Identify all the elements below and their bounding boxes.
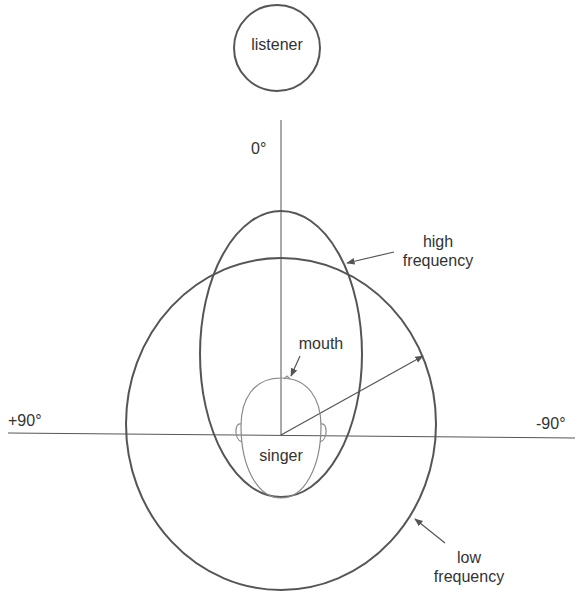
head-outline (241, 378, 321, 498)
angle-label: -90° (536, 414, 566, 433)
ear (320, 424, 326, 442)
pattern-label: high frequency (392, 232, 484, 270)
singer-head: singer (234, 374, 328, 502)
node-label: singer (259, 446, 303, 465)
circle-outline (234, 5, 320, 91)
pattern-label: low frequency (423, 548, 515, 586)
ninety-axis (8, 433, 575, 438)
node-label: listener (251, 35, 303, 54)
mouth-mark (284, 376, 290, 379)
leader-line (347, 252, 394, 263)
listener-circle: listener (232, 3, 322, 93)
zero-axis (281, 120, 282, 435)
leader-line (291, 356, 300, 376)
angle-label: 0° (251, 139, 266, 158)
ear (236, 424, 242, 442)
part-label: mouth (290, 334, 352, 353)
leader-line (415, 519, 445, 543)
low-frequency-pattern (126, 258, 436, 590)
high-frequency-pattern (200, 211, 362, 497)
head-outline (234, 374, 328, 502)
radius-arrow (281, 356, 423, 435)
angle-label: +90° (8, 411, 42, 430)
